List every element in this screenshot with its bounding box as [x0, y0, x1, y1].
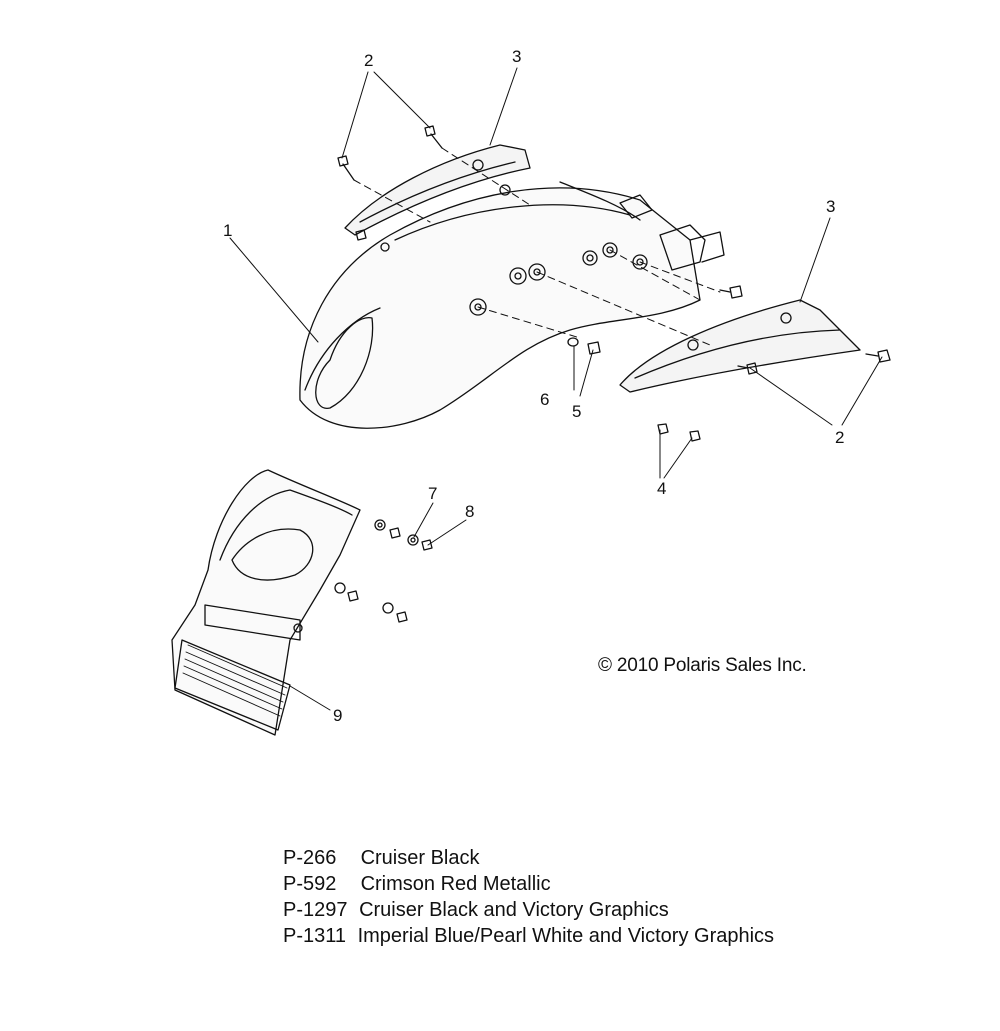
upper-trim-strip [344, 144, 531, 236]
callout-9: 9 [333, 706, 342, 725]
color-code-legend: P-266 Cruiser Black P-592 Crimson Red Me… [283, 845, 774, 949]
color-code: P-592 [283, 873, 337, 895]
legend-row: P-1311 Imperial Blue/Pearl White and Vic… [283, 923, 774, 949]
callout-6: 6 [540, 390, 549, 409]
callout-5: 5 [572, 402, 581, 421]
callout-3-right: 3 [826, 197, 835, 216]
callout-2-top: 2 [364, 51, 373, 70]
color-name: Imperial Blue/Pearl White and Victory Gr… [357, 925, 775, 947]
color-code: P-1311 [283, 925, 347, 947]
color-code: P-1297 [283, 899, 348, 921]
lower-trim-strip [619, 299, 861, 393]
callout-3-top: 3 [512, 47, 521, 66]
washer-and-nut [355, 229, 601, 355]
assembly-lines [353, 147, 721, 346]
callout-2-right: 2 [835, 428, 844, 447]
legend-row: P-1297 Cruiser Black and Victory Graphic… [283, 897, 774, 923]
legend-row: P-592 Crimson Red Metallic [283, 871, 774, 897]
callout-7: 7 [428, 484, 437, 503]
callout-labels: 1 2 3 3 2 4 5 6 7 8 9 [223, 47, 844, 725]
callout-8: 8 [465, 502, 474, 521]
bracket-fasteners [334, 519, 433, 623]
rear-fender [299, 181, 725, 429]
leader-lines [229, 67, 883, 711]
nuts [657, 423, 701, 442]
color-name: Cruiser Black [360, 847, 480, 869]
callout-1: 1 [223, 221, 232, 240]
legend-row: P-266 Cruiser Black [283, 845, 774, 871]
copyright-notice: © 2010 Polaris Sales Inc. [598, 655, 807, 676]
license-plate-bracket [171, 469, 361, 736]
color-name: Cruiser Black and Victory Graphics [359, 899, 669, 921]
color-name: Crimson Red Metallic [360, 873, 551, 895]
screws [337, 125, 891, 375]
color-code: P-266 [283, 847, 337, 869]
callout-4: 4 [657, 479, 666, 498]
